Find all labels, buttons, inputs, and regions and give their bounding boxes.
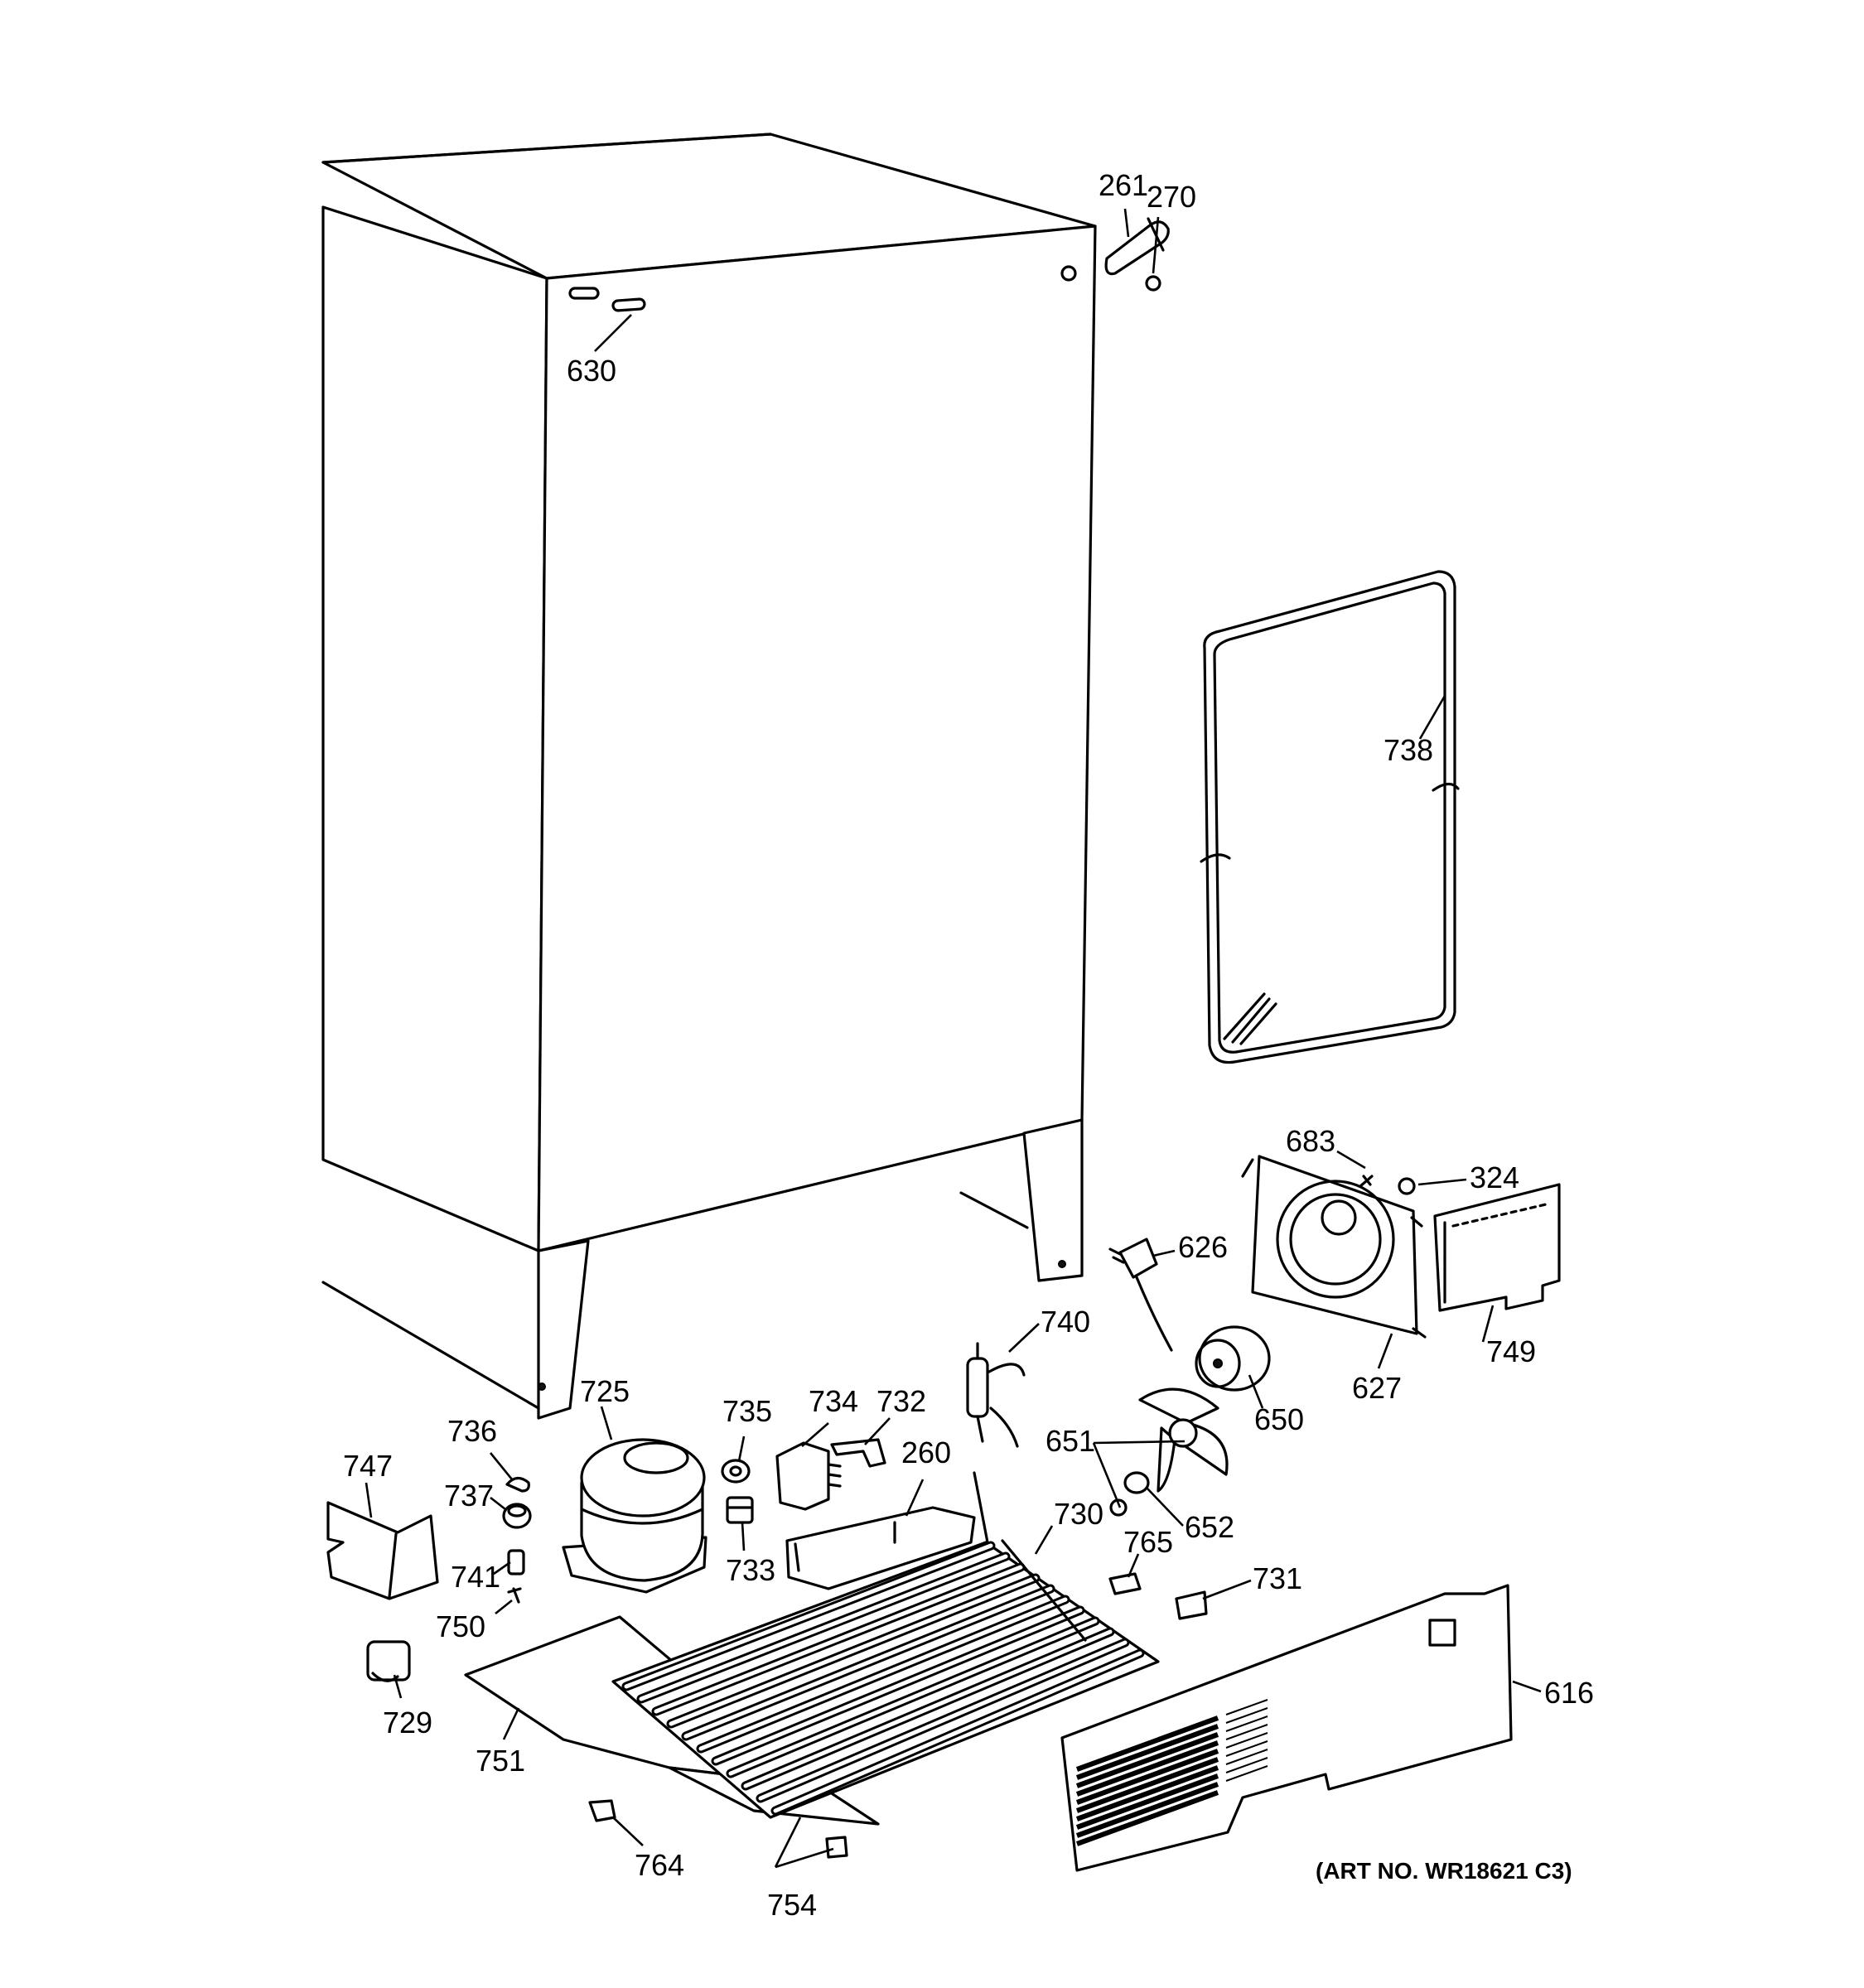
- grille-slot: [1075, 1749, 1219, 1805]
- relay-part-734: [775, 1441, 842, 1511]
- callout-labels: 261 270 630 738 683 324 626 627 749 740 …: [343, 168, 1594, 1922]
- callout-260: 260: [901, 1436, 951, 1469]
- coil-tube: [654, 1565, 1023, 1714]
- clip-part-731: [1175, 1590, 1208, 1620]
- grille-slot: [1075, 1740, 1219, 1797]
- grille-vent-line: [1225, 1715, 1268, 1732]
- callout-730: 730: [1054, 1497, 1103, 1531]
- callout-738: 738: [1384, 733, 1433, 767]
- fan-shroud-part-627: [1241, 1155, 1427, 1339]
- screw-part-750: [507, 1587, 522, 1604]
- callout-627: 627: [1352, 1371, 1402, 1405]
- cap-part-729: [366, 1640, 411, 1682]
- grille-vent-line: [1225, 1707, 1268, 1724]
- drain-pan-part-260: [785, 1506, 976, 1590]
- handle-part-261: [1104, 217, 1170, 292]
- grommet-part-735: [721, 1459, 751, 1484]
- callout-270: 270: [1147, 180, 1196, 214]
- callout-324: 324: [1470, 1160, 1519, 1194]
- grille-slot: [1075, 1732, 1219, 1788]
- callout-731: 731: [1253, 1561, 1302, 1595]
- bracket-part-747: [326, 1501, 439, 1600]
- callout-737: 737: [444, 1479, 494, 1513]
- callout-747: 747: [343, 1449, 393, 1483]
- grille-vent-line: [1225, 1765, 1268, 1782]
- coil-tube: [773, 1651, 1142, 1813]
- grille-slot: [1075, 1765, 1219, 1822]
- grille-vent-line: [1225, 1724, 1268, 1740]
- grille-slot: [1075, 1790, 1219, 1846]
- callout-650: 650: [1254, 1402, 1304, 1436]
- compressor-part-725: [562, 1438, 707, 1594]
- callout-741: 741: [451, 1560, 500, 1594]
- refrigerator-cabinet: [321, 133, 1097, 1420]
- callout-729: 729: [383, 1706, 432, 1740]
- callout-733: 733: [726, 1553, 775, 1587]
- coil-tube: [639, 1554, 1008, 1701]
- callout-261: 261: [1099, 168, 1148, 202]
- callout-751: 751: [476, 1744, 525, 1778]
- callout-749: 749: [1486, 1334, 1536, 1368]
- coil-tube: [683, 1586, 1053, 1739]
- callout-764: 764: [635, 1848, 684, 1882]
- callout-735: 735: [722, 1394, 772, 1428]
- clip-part-736: [505, 1476, 530, 1493]
- callout-734: 734: [809, 1384, 858, 1418]
- coil-tube: [698, 1597, 1068, 1751]
- foot-part-754: [825, 1836, 848, 1859]
- coil-tube: [728, 1619, 1098, 1776]
- grille-part-616: [1060, 1584, 1513, 1872]
- washer-part-652: [1123, 1471, 1150, 1494]
- leader-lines: [365, 208, 1542, 1869]
- coil-tube: [669, 1575, 1038, 1726]
- cover-plate-part-749: [1433, 1183, 1561, 1312]
- clip-part-765: [1108, 1572, 1142, 1595]
- callout-651: 651: [1045, 1424, 1095, 1458]
- foot-part-764: [588, 1799, 616, 1822]
- screw-part-683: [1359, 1175, 1374, 1188]
- callout-736: 736: [447, 1414, 497, 1448]
- grille-vent-line: [1225, 1757, 1268, 1773]
- grille-slot: [1075, 1724, 1219, 1780]
- callout-626: 626: [1178, 1230, 1228, 1264]
- grille-slot: [1075, 1757, 1219, 1813]
- callout-725: 725: [580, 1374, 630, 1408]
- callout-740: 740: [1041, 1305, 1090, 1339]
- art-number: (ART NO. WR18621 C3): [1316, 1858, 1572, 1884]
- coil-tube: [713, 1608, 1083, 1764]
- grille-vent-line: [1225, 1749, 1268, 1765]
- grille-vent-line: [1225, 1732, 1268, 1749]
- screw-part-324: [1398, 1177, 1416, 1195]
- callout-732: 732: [876, 1384, 926, 1418]
- grille-vent-line: [1225, 1699, 1268, 1715]
- nut-part-651: [1109, 1498, 1128, 1517]
- grommet-part-737: [502, 1503, 532, 1529]
- grille-slot: [1075, 1773, 1219, 1830]
- power-cord-part-626: [1108, 1238, 1173, 1352]
- harness-part-740: [966, 1342, 1026, 1448]
- clip-part-732: [830, 1438, 886, 1468]
- coil-tube: [624, 1543, 993, 1689]
- callout-750: 750: [436, 1609, 485, 1643]
- callout-754: 754: [767, 1888, 817, 1922]
- overload-part-733: [726, 1496, 754, 1524]
- condenser-coil-part-730: [611, 1471, 1160, 1819]
- coil-tube: [758, 1640, 1128, 1801]
- callout-630: 630: [567, 354, 616, 388]
- coil-tube: [743, 1629, 1113, 1788]
- callout-616: 616: [1544, 1676, 1594, 1710]
- grille-slot: [1075, 1782, 1219, 1838]
- callout-765: 765: [1123, 1525, 1173, 1559]
- fan-blade-part-651: [1138, 1387, 1229, 1493]
- callout-652: 652: [1185, 1510, 1234, 1544]
- gasket-part-738: [1200, 570, 1460, 1064]
- fan-motor-part-650: [1195, 1325, 1271, 1392]
- grille-slot: [1075, 1715, 1219, 1772]
- sleeve-part-741: [507, 1549, 525, 1575]
- grille-vent-line: [1225, 1740, 1268, 1757]
- callout-683: 683: [1286, 1124, 1335, 1158]
